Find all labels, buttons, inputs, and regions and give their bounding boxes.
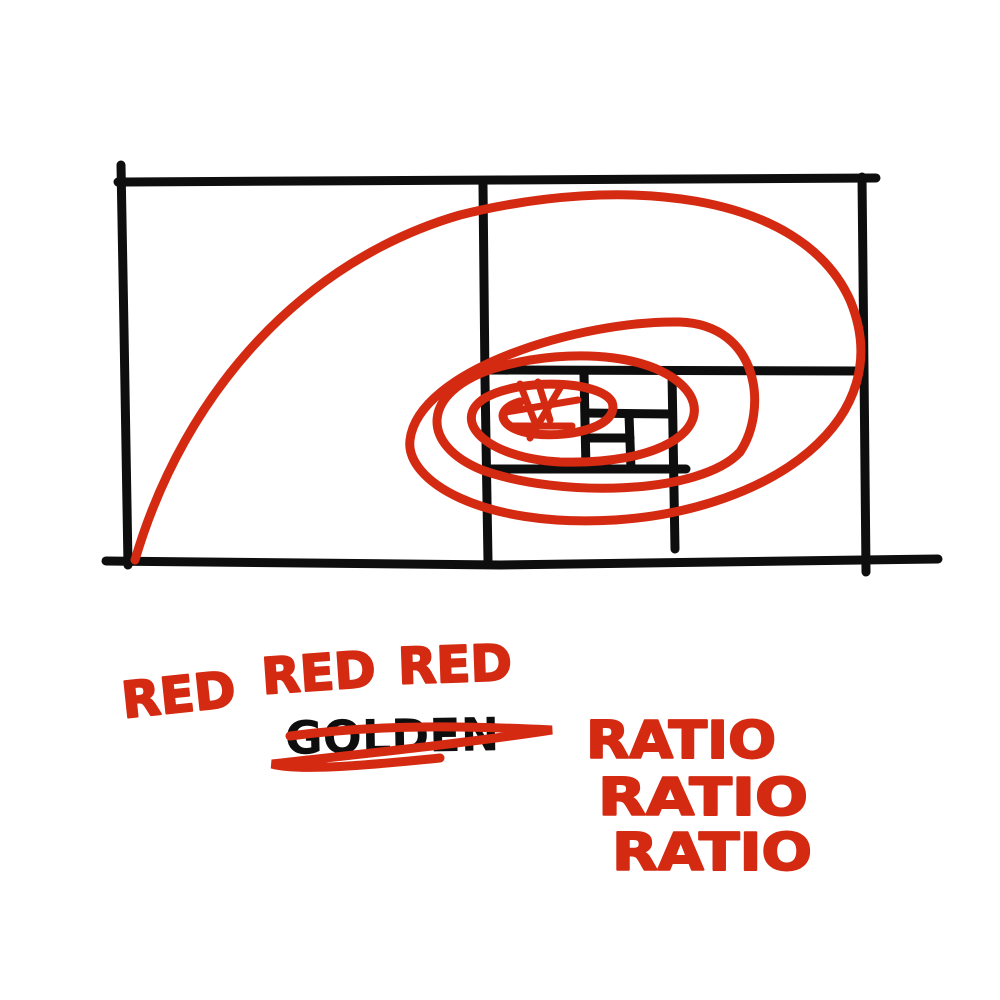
golden-rectangle-grid [101, 160, 943, 577]
caption-red-words: RED RED RED [118, 633, 514, 731]
strike-through-scribble [270, 722, 553, 772]
spiral-center-scribble [502, 378, 582, 442]
ratio-word-1: RATIO [586, 711, 776, 771]
golden-spiral [130, 190, 866, 565]
grid-top-edge [113, 173, 881, 187]
ratio-word-2: RATIO [598, 768, 808, 828]
grid-third-divider [667, 369, 680, 554]
ratio-word-3: RATIO [612, 823, 812, 883]
caption-strike-through: GOLDEN [270, 707, 553, 772]
grid-main-divider [478, 180, 493, 566]
red-word-2: RED [260, 640, 378, 706]
red-word-3: RED [397, 634, 513, 696]
red-word-1: RED [119, 660, 239, 730]
grid-left-edge [116, 160, 133, 570]
grid-bottom-edge [101, 554, 943, 570]
caption-ratio-words: RATIO RATIO RATIO [585, 710, 813, 884]
